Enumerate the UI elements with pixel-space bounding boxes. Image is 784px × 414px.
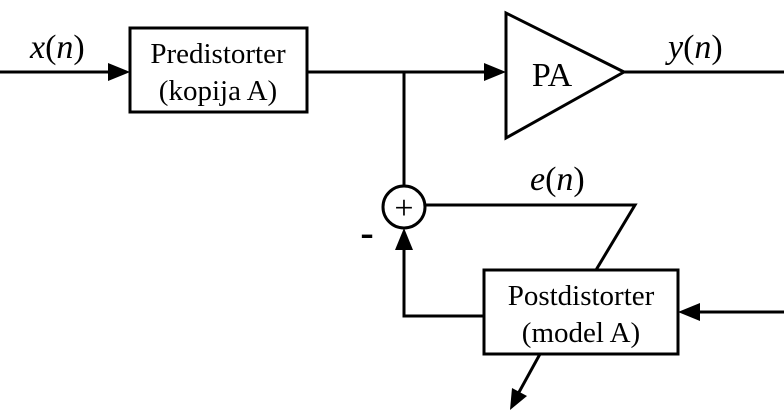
feedback-to-summer-line — [402, 246, 484, 318]
summer-feedback-arrowhead — [395, 228, 413, 250]
summing-junction: + — [381, 184, 427, 230]
input-paren-close: ) — [73, 29, 84, 66]
pa-input-arrowhead — [484, 63, 506, 81]
output-paren-close: ) — [711, 29, 722, 66]
output-label: y(n) — [665, 29, 723, 66]
input-label: x(n) — [29, 29, 85, 66]
predistorter-box — [128, 26, 309, 114]
error-var: e — [530, 161, 545, 198]
error-label: e(n) — [530, 161, 585, 198]
input-arrowhead — [108, 63, 130, 81]
pa-triangle — [504, 10, 628, 141]
postdistorter-label-line2: (model A) — [522, 317, 640, 349]
postdistorter-block: Postdistorter (model A) — [482, 268, 680, 356]
postdistorter-input-arrowhead — [678, 303, 700, 321]
input-var: x — [29, 29, 45, 66]
postdistorter-label-line1: Postdistorter — [508, 280, 655, 312]
pa-block: PA — [504, 10, 628, 141]
pa-label: PA — [532, 57, 573, 94]
adaptation-arrowhead — [510, 388, 527, 410]
output-var: y — [665, 29, 684, 66]
output-arg: n — [694, 29, 711, 66]
error-paren-open: ( — [545, 161, 556, 198]
summer-minus-sign: - — [360, 210, 373, 255]
error-paren-close: ) — [573, 161, 584, 198]
predistorter-block: Predistorter (kopija A) — [128, 26, 309, 114]
predistorter-label-line2: (kopija A) — [159, 75, 277, 107]
adaptation-arrow-line — [516, 353, 542, 395]
input-paren-open: ( — [45, 29, 56, 66]
error-line — [425, 203, 638, 271]
input-arg: n — [56, 29, 73, 66]
error-arg: n — [556, 161, 573, 198]
summer-plus-sign: + — [394, 190, 413, 227]
predistorter-label-line1: Predistorter — [150, 38, 286, 70]
output-paren-open: ( — [683, 29, 694, 66]
postdistorter-box — [482, 268, 680, 356]
